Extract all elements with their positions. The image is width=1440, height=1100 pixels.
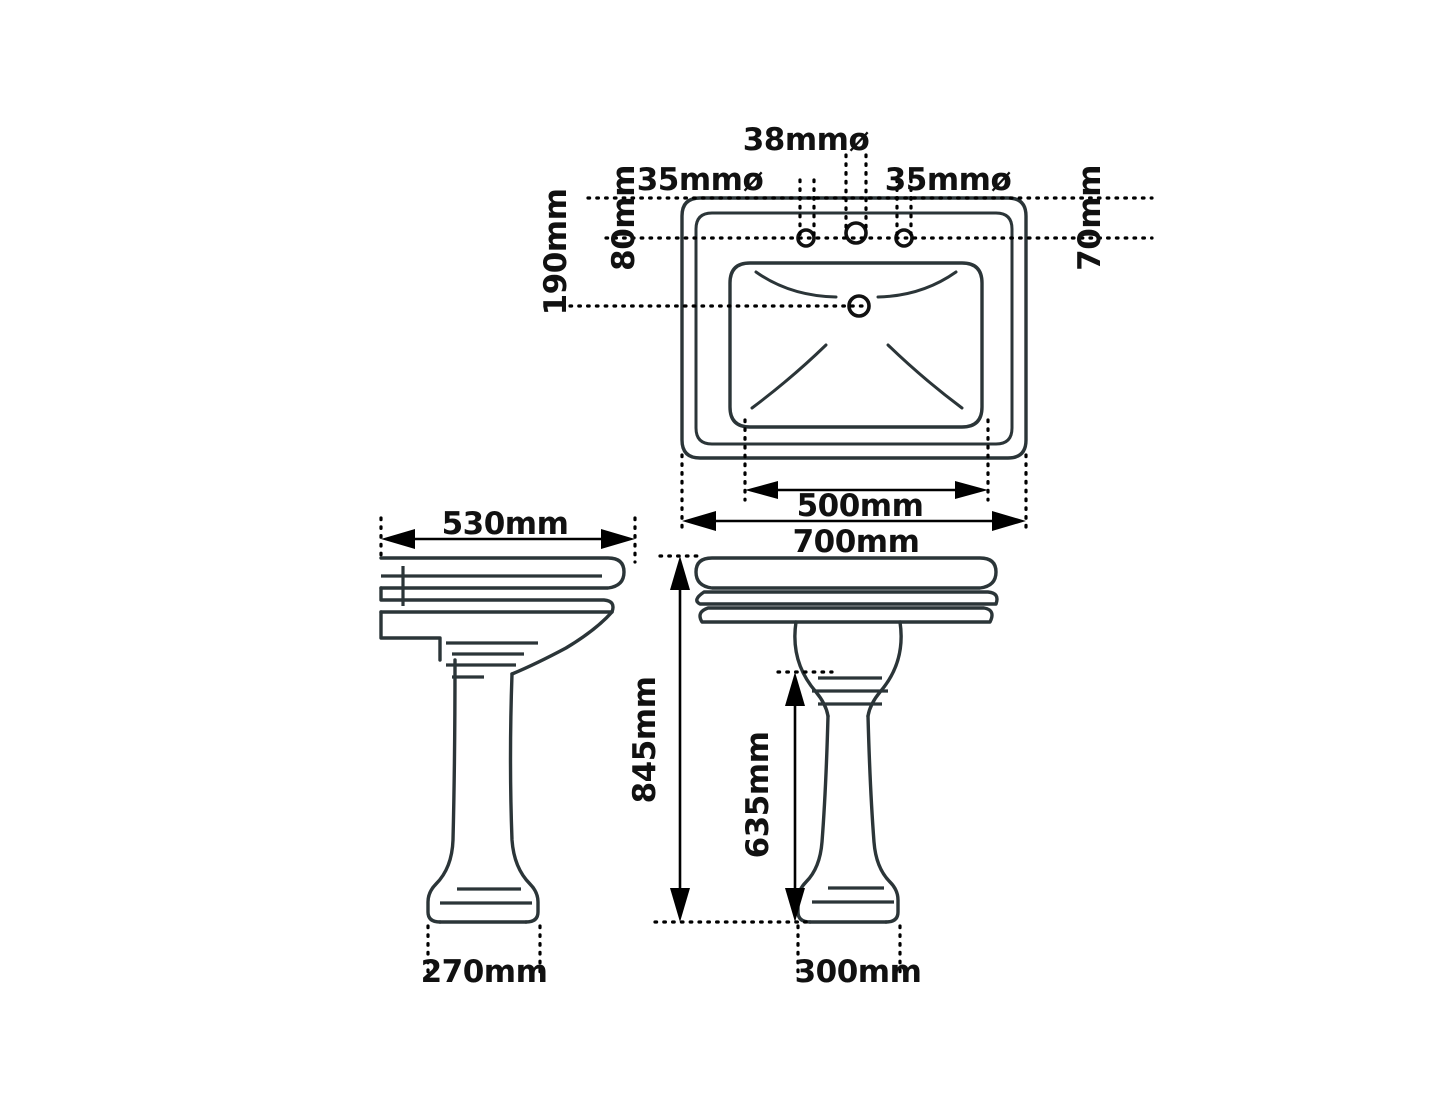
dimension-label-35mm-right: 35mmø: [885, 162, 1012, 198]
side-view-pedestal-left: [426, 658, 457, 924]
side-view-extension-lines: [379, 516, 637, 974]
dimension-bowl-width: [745, 481, 988, 499]
basin-side-view: [379, 556, 626, 924]
dimension-label-845mm: 845mm: [627, 677, 663, 804]
dimension-label-38mm: 38mmø: [743, 122, 870, 158]
side-view-basin-body: [379, 610, 442, 662]
basin-bowl-outline: [728, 261, 984, 429]
front-view-apron-lower: [698, 606, 994, 624]
dimension-pedestal-height: [785, 672, 805, 922]
front-view-pedestal-left: [796, 714, 830, 924]
side-view-apron: [379, 586, 615, 614]
front-view-pedestal-right: [866, 714, 900, 924]
top-view-extension-lines: [568, 153, 1154, 534]
dimension-label-70mm: 70mm: [1072, 165, 1108, 271]
dimension-label-35mm-left: 35mmø: [637, 162, 764, 198]
dimension-label-80mm: 80mm: [606, 165, 642, 271]
front-view-underside-right: [866, 620, 903, 718]
dimension-label-300mm: 300mm: [795, 954, 922, 990]
tap-hole-center: [844, 221, 868, 245]
basin-front-view: [694, 556, 999, 924]
front-view-extension-lines: [653, 554, 902, 974]
dimension-overall-height: [670, 556, 690, 922]
side-view-underside-curve: [510, 610, 614, 676]
front-view-apron: [695, 590, 999, 606]
dimension-basin-depth: [381, 529, 635, 549]
bowl-curve-bottom-right: [886, 343, 964, 410]
front-view-basin-top: [694, 556, 998, 590]
basin-inner-rim: [694, 211, 1014, 446]
bowl-curve-top-left: [754, 270, 838, 299]
side-view-basin-top: [379, 556, 626, 590]
dimension-label-500mm: 500mm: [797, 488, 924, 524]
dimension-label-190mm: 190mm: [538, 189, 574, 316]
dimension-label-530mm: 530mm: [442, 506, 569, 542]
dimension-label-270mm: 270mm: [421, 954, 548, 990]
bowl-curve-top-right: [876, 270, 958, 299]
dimension-label-635mm: 635mm: [740, 732, 776, 859]
dimension-label-700mm: 700mm: [793, 524, 920, 560]
side-view-pedestal-right: [508, 672, 540, 924]
dimension-basin-width: [682, 511, 1026, 531]
basin-outer-rim: [680, 196, 1028, 460]
bowl-curve-bottom-left: [750, 343, 828, 410]
